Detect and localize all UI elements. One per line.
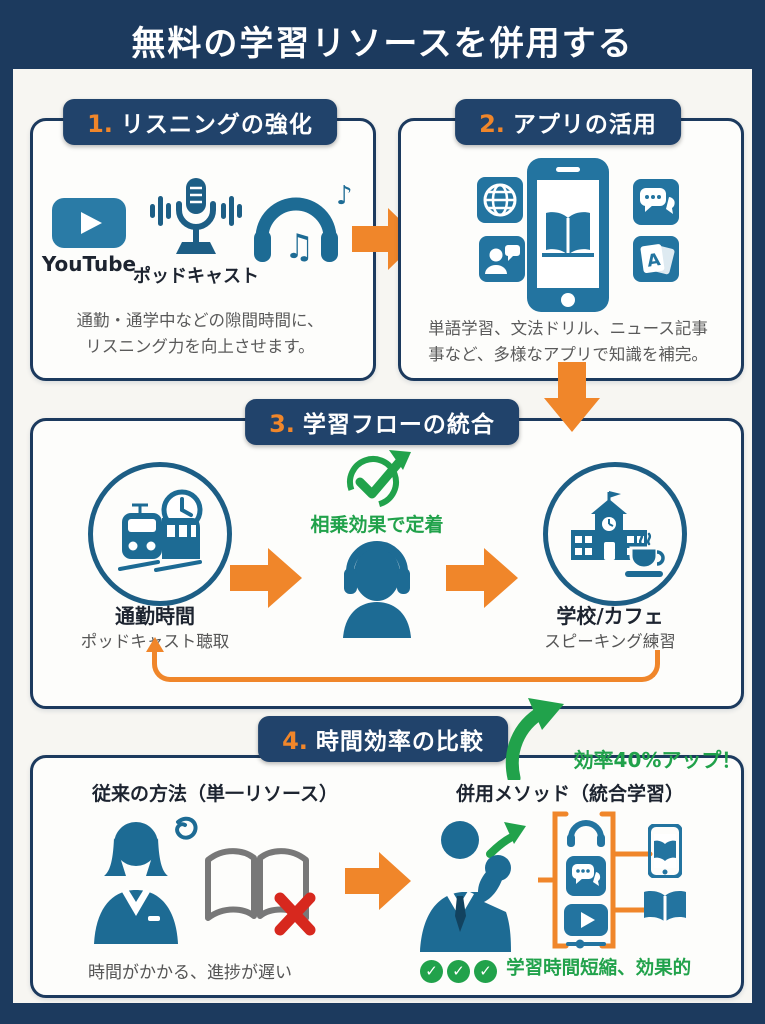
svg-text:♪: ♪ bbox=[336, 182, 353, 211]
badge-compare: 4. 時間効率の比較 bbox=[258, 716, 508, 762]
commute-title: 通勤時間 bbox=[115, 604, 195, 628]
chat-app-icon bbox=[633, 179, 679, 225]
badge-title: アプリの活用 bbox=[512, 112, 657, 138]
youtube-icon bbox=[52, 198, 126, 248]
badge-flow: 3. 学習フローの統合 bbox=[245, 399, 519, 445]
commute-circle-icon bbox=[88, 462, 232, 606]
badge-number: 4. bbox=[282, 727, 308, 755]
resource-bracket-lines bbox=[538, 810, 662, 952]
listener-headphones-icon bbox=[337, 536, 417, 638]
mini-headphones-icon bbox=[565, 812, 607, 848]
school-subtitle: スピーキング練習 bbox=[544, 632, 676, 651]
compare-arrow-icon bbox=[345, 852, 411, 910]
badge-title: リスニングの強化 bbox=[120, 112, 313, 138]
school-title: 学校/カフェ bbox=[556, 604, 664, 628]
loop-arrow bbox=[146, 637, 660, 682]
mini-book-icon bbox=[640, 888, 690, 926]
phone-book-icon bbox=[527, 158, 609, 312]
youtube-label: YouTube bbox=[41, 252, 137, 276]
school-circle-icon bbox=[543, 462, 687, 606]
motivated-man-icon bbox=[414, 816, 532, 952]
school-coffee-icon bbox=[571, 491, 665, 577]
new-method-caption-row: ✓✓✓ 学習時間短縮、効果的 bbox=[420, 954, 720, 983]
podcast-label: ポッドキャスト bbox=[133, 266, 259, 287]
podcast-mic-icon bbox=[146, 176, 246, 264]
apps-desc: 単語学習、文法ドリル、ニュース記事 事など、多様なアプリで知識を補完。 bbox=[428, 319, 708, 364]
flow-arrow-right-icon bbox=[446, 548, 518, 608]
check-icon: ✓ bbox=[474, 960, 497, 983]
badge-listening: 1. リスニングの強化 bbox=[63, 99, 337, 145]
old-method-caption: 時間がかかる、進捗が遅い bbox=[88, 963, 292, 983]
loop-arrowhead-icon bbox=[146, 637, 164, 652]
arrow-down-icon bbox=[544, 362, 600, 432]
train-clock-icon bbox=[118, 489, 203, 572]
headphones-music-icon: ♫ ♪ bbox=[250, 182, 358, 266]
svg-text:A: A bbox=[646, 250, 663, 272]
stressed-woman-icon bbox=[86, 812, 198, 944]
badge-title: 学習フローの統合 bbox=[302, 412, 495, 438]
badge-number: 2. bbox=[479, 110, 505, 138]
listening-desc: 通勤・通学中などの隙間時間に、 リスニング力を向上させます。 bbox=[76, 311, 324, 356]
book-x-icon bbox=[196, 842, 318, 938]
flashcard-app-icon: A bbox=[633, 236, 679, 282]
badge-apps: 2. アプリの活用 bbox=[455, 99, 681, 145]
check-growth-icon bbox=[343, 448, 413, 508]
check-icon: ✓ bbox=[420, 960, 443, 983]
growth-arrow-icon bbox=[500, 696, 572, 780]
person-chat-app-icon bbox=[479, 236, 525, 282]
page-title: 無料の学習リソースを併用する bbox=[131, 24, 634, 64]
svg-text:♫: ♫ bbox=[284, 227, 314, 266]
flow-arrow-left-icon bbox=[230, 548, 302, 608]
old-method-title: 従来の方法（単一リソース） bbox=[91, 783, 339, 805]
globe-app-icon bbox=[477, 177, 523, 223]
mini-chat-icon bbox=[566, 856, 606, 896]
synergy-label: 相乗効果で定着 bbox=[310, 514, 444, 536]
new-method-title: 併用メソッド（統合学習） bbox=[455, 783, 684, 805]
new-method-caption: 学習時間短縮、効果的 bbox=[506, 958, 692, 979]
badge-title: 時間効率の比較 bbox=[315, 729, 484, 755]
boost-label: 効率40%アップ！ bbox=[573, 748, 742, 772]
badge-number: 3. bbox=[269, 410, 295, 438]
mini-video-icon bbox=[562, 904, 610, 950]
badge-number: 1. bbox=[87, 110, 113, 138]
check-icon: ✓ bbox=[447, 960, 470, 983]
mini-phone-book-icon bbox=[648, 824, 682, 878]
